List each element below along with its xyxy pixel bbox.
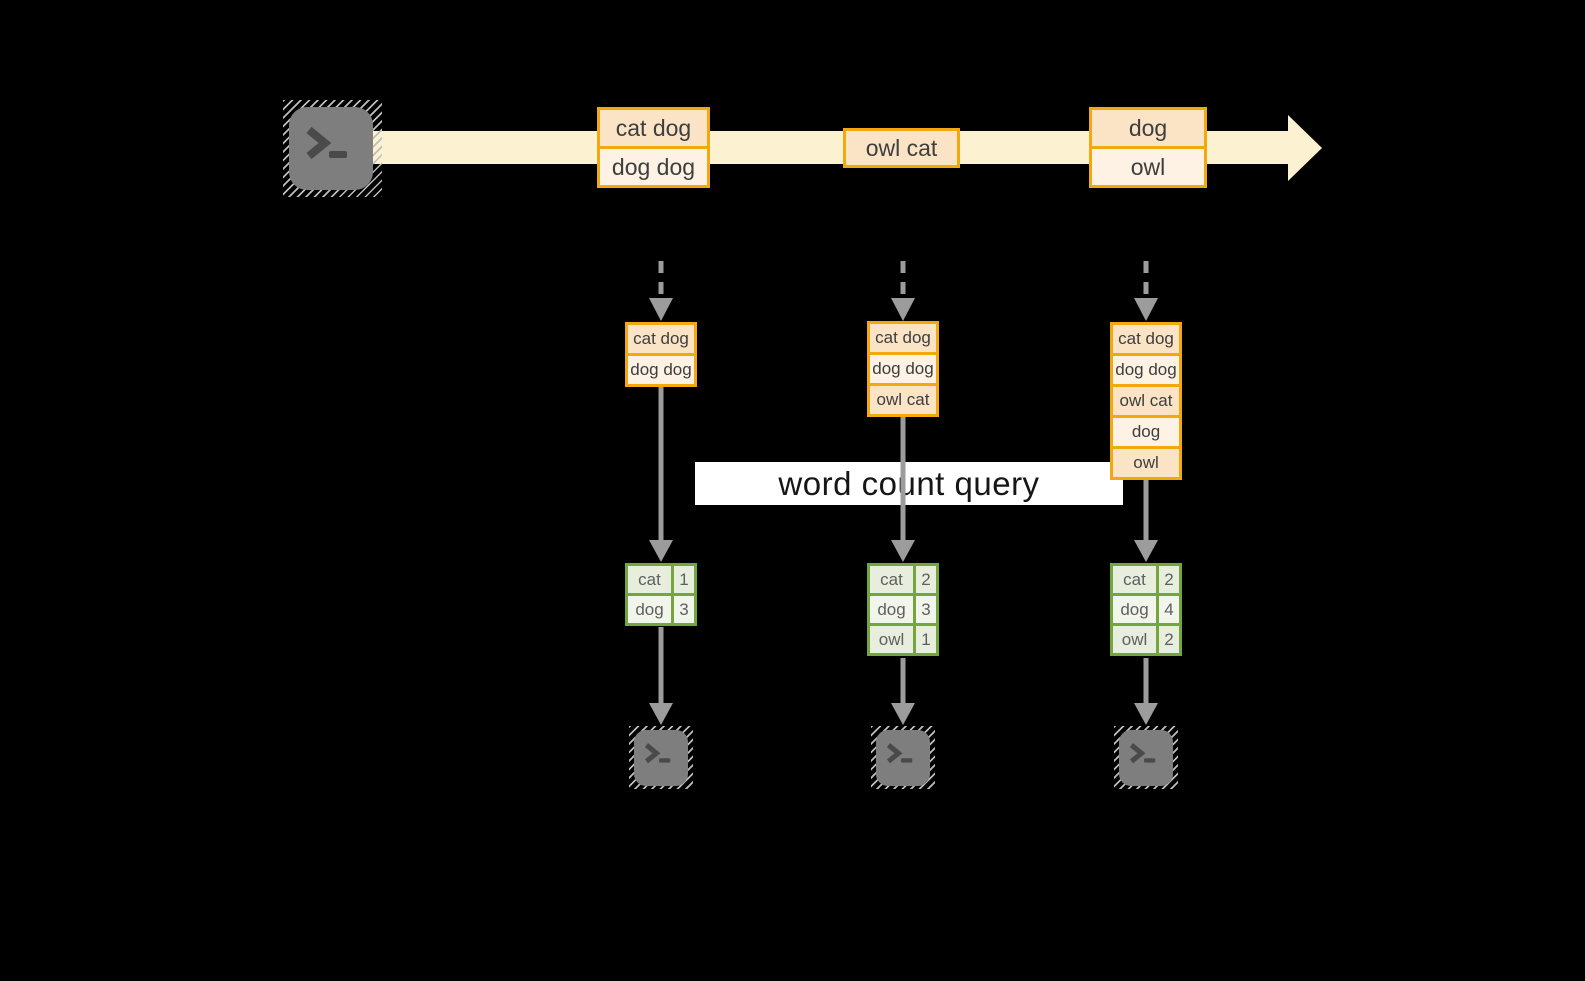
- arrowhead-icon: [1134, 298, 1158, 321]
- state-line: cat dog: [870, 324, 936, 352]
- arrowhead-icon: [649, 298, 673, 321]
- word-cell: cat: [628, 566, 671, 593]
- word-cell: dog: [628, 596, 671, 623]
- terminal-icon: [876, 730, 930, 786]
- count-table-2: cat 2 dog 3 owl 1: [867, 563, 939, 656]
- terminal-prompt-icon: [305, 127, 353, 163]
- count-cell: 1: [674, 566, 694, 593]
- arrowhead-icon: [1134, 703, 1158, 725]
- state-line: cat dog: [1113, 325, 1179, 353]
- state-line: dog dog: [1113, 356, 1179, 384]
- terminal-prompt-icon: [644, 743, 674, 766]
- count-cell: 3: [916, 596, 936, 623]
- count-cell: 2: [1159, 626, 1179, 653]
- arrowhead-icon: [891, 298, 915, 321]
- arrowhead-icon: [891, 703, 915, 725]
- count-cell: 1: [916, 626, 936, 653]
- word-cell: owl: [1113, 626, 1156, 653]
- state-line: owl cat: [1113, 387, 1179, 415]
- window-state-stack-3: cat dog dog dog owl cat dog owl: [1110, 322, 1182, 480]
- terminal-icon: [1119, 730, 1173, 786]
- word-cell: dog: [1113, 596, 1156, 623]
- arrowhead-icon: [649, 540, 673, 562]
- query-label-band: word count query: [695, 462, 1123, 505]
- count-cell: 4: [1159, 596, 1179, 623]
- word-cell: cat: [1113, 566, 1156, 593]
- state-line: owl: [1113, 449, 1179, 477]
- window-state-stack-2: cat dog dog dog owl cat: [867, 321, 939, 417]
- terminal-icon: [634, 730, 688, 786]
- stream-arrowhead: [1288, 115, 1322, 181]
- event-line: dog dog: [600, 149, 707, 185]
- count-table-1: cat 1 dog 3: [625, 563, 697, 626]
- event-line: dog: [1092, 110, 1204, 146]
- terminal-prompt-icon: [1129, 743, 1159, 766]
- arrowhead-icon: [1134, 540, 1158, 562]
- terminal-prompt-icon: [886, 743, 916, 766]
- state-line: dog dog: [870, 355, 936, 383]
- query-label: word count query: [778, 464, 1040, 502]
- arrowhead-icon: [891, 540, 915, 562]
- state-line: owl cat: [870, 386, 936, 414]
- count-cell: 2: [1159, 566, 1179, 593]
- word-cell: cat: [870, 566, 913, 593]
- word-cell: owl: [870, 626, 913, 653]
- stream-event-window-3: dog owl: [1089, 107, 1207, 188]
- event-line: cat dog: [600, 110, 707, 146]
- count-table-3: cat 2 dog 4 owl 2: [1110, 563, 1182, 656]
- event-line: owl: [1092, 149, 1204, 185]
- count-cell: 3: [674, 596, 694, 623]
- count-cell: 2: [916, 566, 936, 593]
- state-line: dog: [1113, 418, 1179, 446]
- window-state-stack-1: cat dog dog dog: [625, 322, 697, 387]
- word-cell: dog: [870, 596, 913, 623]
- state-line: dog dog: [628, 356, 694, 384]
- arrowhead-icon: [649, 703, 673, 725]
- stream-event-window-2: owl cat: [843, 128, 960, 168]
- terminal-icon: [289, 107, 373, 190]
- state-line: cat dog: [628, 325, 694, 353]
- stream-event-window-1: cat dog dog dog: [597, 107, 710, 188]
- event-line: owl cat: [846, 131, 957, 165]
